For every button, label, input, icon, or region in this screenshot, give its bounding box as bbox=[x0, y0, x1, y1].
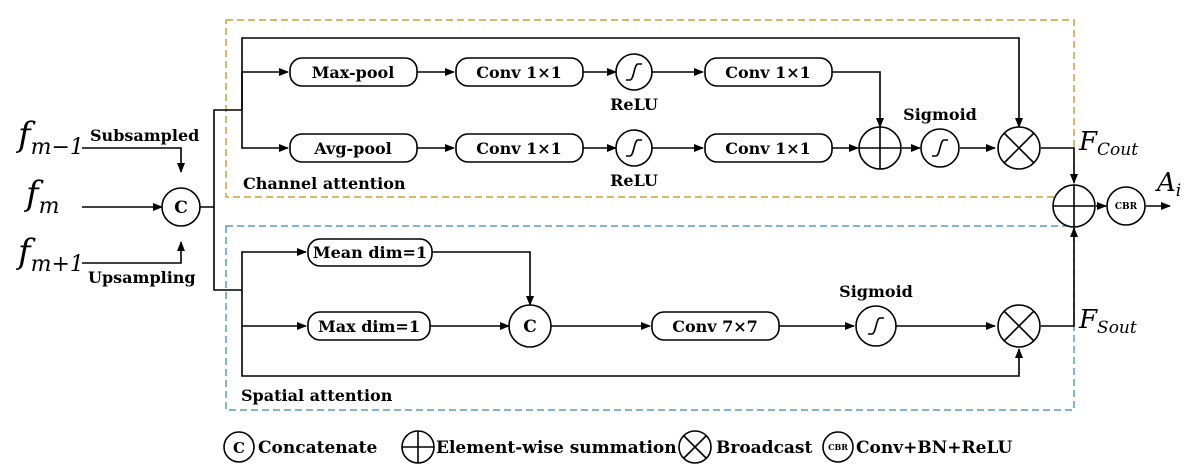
conv7-box bbox=[651, 311, 780, 341]
relu-bot-label: ReLU bbox=[610, 171, 658, 190]
f-sout-label: FSout bbox=[1078, 305, 1137, 338]
conv2-bot-box bbox=[704, 133, 833, 163]
relu-bot-curve bbox=[626, 139, 642, 157]
spatial-sigmoid-label: Sigmoid bbox=[839, 282, 913, 301]
a-i-label: Ai bbox=[1155, 168, 1181, 201]
conv1-top-label: Conv 1×1 bbox=[476, 63, 562, 82]
max-dim-box bbox=[307, 311, 431, 341]
upsampling-label: Upsampling bbox=[88, 268, 196, 287]
relu-top-label: ReLU bbox=[610, 95, 658, 114]
legend-cbr-icon bbox=[822, 431, 854, 463]
relu-top-curve bbox=[626, 63, 642, 81]
a-i-sub: i bbox=[1176, 181, 1181, 201]
max-pool-box bbox=[289, 57, 418, 87]
conv1-top-box bbox=[455, 57, 584, 87]
subsampled-label: Subsampled bbox=[90, 126, 199, 145]
f-cout-sub: Cout bbox=[1097, 140, 1138, 160]
connections bbox=[82, 37, 1171, 377]
conv2-top-label: Conv 1×1 bbox=[725, 63, 811, 82]
conv1-bot-box bbox=[455, 133, 584, 163]
concat-spatial-label: C bbox=[523, 317, 537, 337]
max-pool-label: Max-pool bbox=[312, 63, 395, 82]
legend-broadcast-label: Broadcast bbox=[716, 438, 813, 458]
concat-main-circle bbox=[161, 187, 201, 227]
legend-concat-icon bbox=[223, 431, 255, 463]
cbr-icon bbox=[1106, 186, 1146, 226]
spatial-attention-title: Spatial attention bbox=[241, 386, 393, 405]
f-sout-base: F bbox=[1078, 305, 1098, 335]
concat-spatial-circle bbox=[508, 304, 552, 348]
mean-box bbox=[307, 238, 433, 267]
channel-attention-region bbox=[225, 19, 1075, 198]
legend-cbr-symbol: CBR bbox=[828, 442, 848, 452]
concat-main-label: C bbox=[174, 198, 188, 218]
f-cout-base: F bbox=[1078, 127, 1098, 157]
legend-sum-label: Element-wise summation bbox=[436, 438, 677, 458]
max-dim-label: Max dim=1 bbox=[318, 317, 420, 336]
avg-pool-box bbox=[289, 133, 418, 163]
input-f-m: fm bbox=[23, 174, 59, 219]
mean-label: Mean dim=1 bbox=[313, 243, 427, 262]
channel-sigmoid-label: Sigmoid bbox=[903, 105, 977, 124]
legend: C Concatenate Element-wise summation Bro… bbox=[223, 430, 1012, 464]
input-f-m-minus-1: fm−1 bbox=[15, 115, 84, 160]
conv7-label: Conv 7×7 bbox=[672, 317, 758, 336]
f-sout-sub: Sout bbox=[1097, 318, 1137, 338]
cbr-label: CBR bbox=[1115, 202, 1138, 212]
legend-cbr-label: Conv+BN+ReLU bbox=[856, 438, 1012, 458]
channel-attention-title: Channel attention bbox=[243, 174, 406, 193]
legend-concat-label: Concatenate bbox=[258, 438, 377, 458]
conv2-bot-label: Conv 1×1 bbox=[725, 139, 811, 158]
conv2-top-box bbox=[704, 57, 833, 87]
avg-pool-label: Avg-pool bbox=[313, 139, 392, 158]
input-fm-sub: m bbox=[39, 194, 60, 219]
input-f-m-plus-1: fm+1 bbox=[15, 232, 84, 277]
input-fm-plus-sub: m+1 bbox=[31, 252, 84, 277]
f-cout-label: FCout bbox=[1078, 127, 1138, 160]
input-fm-minus-sub: m−1 bbox=[31, 135, 84, 160]
a-i-base: A bbox=[1155, 168, 1176, 198]
legend-concat-symbol: C bbox=[233, 439, 245, 457]
conv1-bot-label: Conv 1×1 bbox=[476, 139, 562, 158]
